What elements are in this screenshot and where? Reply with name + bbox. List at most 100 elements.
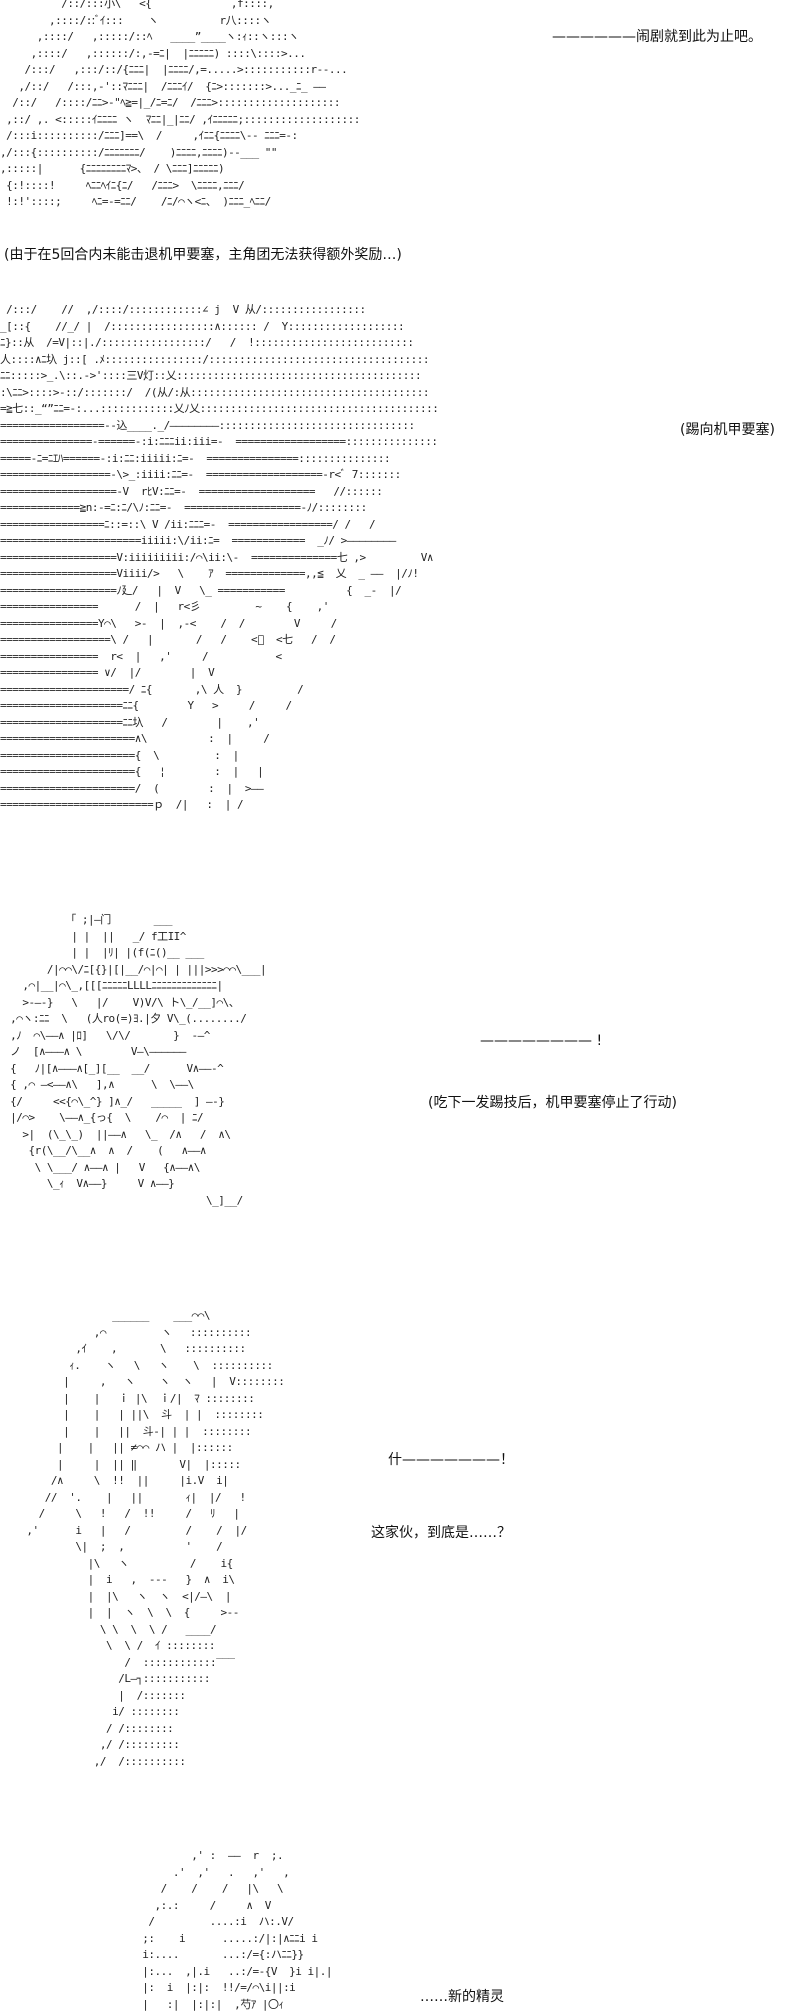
ascii-art-line: | | ｉ |\ ｉ/| ﾏ :::::::: [8,1391,284,1408]
ascii-art-line: ,/::/ /:::,-'::ﾏﾆﾆﾆ| /ﾆﾆﾆｲ/ {ﾆ>:::::::>.… [0,79,360,96]
ascii-art-line: ===================-V rﾋV:ﾆﾆ=- =========… [0,484,438,501]
ascii-art-line: i/ :::::::: [8,1704,284,1721]
caption-who: 这家伙，到底是……？ [371,1524,511,1542]
stopped-mecha-ascii-art: 「 ;|—门 ___ | | || _/ f工II^ | | |ﾘ| |(f(ﾆ… [4,912,266,1209]
ascii-art-line: ,' i | / / / |/ [8,1523,284,1540]
ascii-art-line: \_ｨ V∧——} V ∧——} [4,1176,266,1193]
ascii-art-line: =≧七::_“”ﾆﾆ=-:...::::::::::::乂ﾉ乂:::::::::… [0,401,438,418]
caption-kick: (踢向机甲要塞) [680,421,775,439]
ascii-art-line: _[::{ //_/ | /:::::::::::::::::∧:::::: /… [0,319,438,336]
ascii-art-line: ,::::/ ,:::::/::ﾍ ____”____ヽ:ｨ::ヽ:::ヽ [0,29,360,46]
ascii-art-line: | | ヽ \ \ { >-- [8,1605,284,1622]
ascii-art-line: ================ r< | ,' / < [0,649,438,666]
ascii-art-line: ======================/ ( : | >—— [0,781,438,798]
caption-what: 什———————！ [388,1451,514,1469]
ascii-art-line: | i , --- } ∧ i\ [8,1572,284,1589]
ascii-art-line: | | || ≠⌒⌒ ハ | |:::::: [8,1440,284,1457]
ascii-art-line: /:::/ // ,/::::/::::::::::::∠ j V 从/::::… [0,302,438,319]
ascii-art-line: |/⌒> \——∧_{っ{ \ /⌒ | ﾆ/ [4,1110,266,1127]
ascii-art-line: ﾆﾆ:::::>_.\::.->'::::三V灯::乂:::::::::::::… [0,368,438,385]
ascii-art-line: ======================∧\ : | / [0,731,438,748]
ascii-art-line: ====================ﾆﾆ{ Y > / / [0,698,438,715]
ascii-art-line: |: i |:|: !!/=/⌒\i||:i [130,1980,332,1997]
ascii-art-line: ===============-======-:i:ﾆﾆﾆii:iii=- ==… [0,434,438,451]
ascii-art-line: | | || ‖ V| |::::: [8,1457,284,1474]
caption-farce-end: ——————闹剧就到此为止吧。 [552,28,762,46]
ascii-art-line: /|⌒⌒\/ﾆ[{}|[|__/⌒|⌒| | |||>>>⌒⌒\___| [4,962,266,979]
ascii-art-line: ﾆ}::从 /=V|::|./:::::::::::::::::/ / !:::… [0,335,438,352]
ascii-art-line: ====================ﾆﾆ圦 / | ,' [0,715,438,732]
ascii-art-line: ,::/ ,. <:::::ｲﾆﾆﾆﾆ ヽ ﾏﾆﾆ|_|ﾆﾆ/ ,ｲﾆﾆﾆﾆﾆ;… [0,112,360,129]
ascii-art-line: | | |ﾘ| |(f(ﾆ()__ ___ [4,945,266,962]
ascii-art-line: /L—┐::::::::::: [8,1671,284,1688]
ascii-art-line: ｨ. ヽ \ ヽ \ :::::::::: [8,1358,284,1375]
ascii-art-line: | | || 斗‐| | | :::::::: [8,1424,284,1441]
ascii-art-line: =================ﾆ::=::\ V /ii:ﾆﾆﾆ=- ===… [0,517,438,534]
ascii-art-line: {r(\__/\__∧ ∧ / ( ∧——∧ [4,1143,266,1160]
ascii-art-line: ================Y⌒\ >- | ,-< / / V / [0,616,438,633]
ascii-art-line: !:!'::::; ﾍﾆ=-=ﾆﾆ/ /ﾆ/⌒ヽ<ﾆ、 )ﾆﾆﾆ_ﾍﾆﾆ/ [0,194,360,211]
ascii-art-line: /::/:::小\ <{ ,f::::, [0,0,360,13]
ascii-art-line: \ \ \ \ / ____/ [8,1622,284,1639]
ascii-art-line: \| ; , ' / [8,1539,284,1556]
ascii-art-line: ===================V:iiiiiiiii:/⌒\ii:\- … [0,550,438,567]
ascii-art-line: =============≧n:-=ﾆ:ﾆ/\ﾉ:ﾆﾆ=- ==========… [0,500,438,517]
ascii-art-line: =====-ﾆ=ﾆｴﾊ======-:i:ﾆﾆ:iiiii:ﾆ=- ======… [0,451,438,468]
ascii-art-line: \ \___/ ∧——∧ | V {∧——∧\ [4,1160,266,1177]
ascii-art-line: /:::/ ,:::/::/{ﾆﾆﾆ| |ﾆﾆﾆﾆ/,=.....>::::::… [0,62,360,79]
ascii-art-line: :\ﾆﾆ>::::>-::/:::::::/ /(从/:从:::::::::::… [0,385,438,402]
ascii-art-line: >-—-} \ |/ V)V/\ ト\_/__]⌒\、 [4,995,266,1012]
mecha-fortress-ascii-art: /::/:::小\ <{ ,f::::, ,::::/::ﾞｲ::: ヽ r八:… [0,0,360,211]
ascii-art-line: 「 ;|—门 ___ [4,912,266,929]
ascii-art-line: ,ｲ , \ :::::::::: [8,1341,284,1358]
figure-ascii-art: ______ ___⌒⌒\ ,⌒ ヽ :::::::::: ,ｲ , \ :::… [8,1308,284,1770]
ascii-art-line: ,:::::| {ﾆﾆﾆﾆﾆﾆﾆﾆﾏ>、 / \ﾆﾆﾆ]ﾆﾆﾆﾆﾆ) [0,161,360,178]
ascii-art-line: 人::::∧ﾆ圦 j::[ .ﾒ::::::::::::::::/:::::::… [0,352,438,369]
caption-stopped: (吃下一发踢技后，机甲要塞停止了行动) [428,1094,677,1112]
ascii-art-line: ,' : —— r ;. [130,1848,332,1865]
ascii-art-line: ================ ∨/ |/ | V [0,665,438,682]
ascii-art-line: { ,⌒ —<——∧\ ],∧ \ \——\ [4,1077,266,1094]
ascii-art-line: \ \ / ｲ :::::::: [8,1638,284,1655]
ascii-art-line: / /:::::::: [8,1721,284,1738]
kick-scene-ascii-art: /:::/ // ,/::::/::::::::::::∠ j V 从/::::… [0,302,438,814]
ascii-art-line: / ....:i ハ:.V/ [130,1914,332,1931]
ascii-art-line: / \ ! / !! / ﾘ | [8,1506,284,1523]
ascii-art-line: ,::::/ ,::::::/:,-=ﾆ| |ﾆﾆﾆﾆﾆ) ::::\::::>… [0,46,360,63]
ascii-art-line: | :| |:|:| ,芍ｱ |〇ｨ [130,1997,332,2013]
ascii-art-line: {/ <<{⌒\_^} ]∧_/ _____ ] —-} [4,1094,266,1111]
ascii-art-line: | |\ ヽ ヽ <|/—\ | [8,1589,284,1606]
ascii-art-line: \_]__/ [4,1193,266,1210]
caption-new-spirit: ……新的精灵 [420,1988,504,2006]
ascii-art-line: {:!::::! ﾍﾆﾆﾍｲﾆ{ﾆ/ /ﾆﾆﾆ> \ﾆﾆﾆﾆ,ﾆﾆﾆ/ [0,178,360,195]
ascii-art-line: =====================/ ﾆ{ ,\ 人 } / [0,682,438,699]
ascii-art-line: ,⌒|__|⌒\_,[[[ﾆﾆﾆﾆﾆLLLLﾆﾆﾆﾆﾆﾆﾆﾆﾆﾆﾆﾆﾆ| [4,978,266,995]
ascii-art-line: ===================ﾉ廴/ | V \_ ==========… [0,583,438,600]
ascii-art-line: / ::::::::::::‾‾‾ [8,1655,284,1672]
ascii-art-line: /∧ \ !! || |i.V i| [8,1473,284,1490]
ascii-art-line: ======================{ \ : | [0,748,438,765]
ascii-art-line: /:::i::::::::::/ﾆﾆﾆ]==\ / ,ｲﾆﾆ{ﾆﾆﾆﾆ\-- ﾆ… [0,128,360,145]
ascii-art-line: ===================Viiii/> \ ｱ =========… [0,566,438,583]
ascii-art-line: ================ / | r<彡 ~ { ,' [0,599,438,616]
ascii-art-line: { ﾉ|[∧———∧[_][__ __/ V∧——-^ [4,1061,266,1078]
spirit-ascii-art: ,' : —— r ;. .' ,' . ,' , / / / |\ \ ,:.… [130,1848,332,2013]
ascii-art-line: ;: i .....:/|:|∧ﾆﾆi i [130,1931,332,1948]
ascii-art-line: | , ヽ ヽ ヽ | V:::::::: [8,1374,284,1391]
ascii-art-line: =========================ｐ /| : | / [0,797,438,814]
ascii-art-line: .' ,' . ,' , [130,1865,332,1882]
ascii-art-line: ,/ /::::::::: [8,1737,284,1754]
ascii-art-line: i:.... ...:/={:ハﾆﾆ}} [130,1947,332,1964]
ascii-art-line: | /::::::: [8,1688,284,1705]
ascii-art-line: ,:.: / ∧ V [130,1898,332,1915]
ascii-art-line: | | || _/ f工II^ [4,929,266,946]
ascii-art-line: ,/ /:::::::::: [8,1754,284,1771]
ascii-art-line: ,⌒ヽ:ﾆﾆ \ (人ro(=)ﾖ.|夕 V\_(......../ [4,1011,266,1028]
ascii-art-line: =================--込____._/————————:::::… [0,418,438,435]
ascii-art-line: ノ [∧———∧ \ V—\—————— [4,1044,266,1061]
ascii-art-line: |\ ヽ / i{ [8,1556,284,1573]
ascii-art-line: ,⌒ ヽ :::::::::: [8,1325,284,1342]
caption-no-bonus: (由于在5回合内未能击退机甲要塞，主角团无法获得额外奖励…) [4,246,402,264]
ascii-art-line: |:... ,|.i ..:/=-{V }i i|.| [130,1964,332,1981]
ascii-art-line: =======================iiiii:\/ii:ﾆ= ===… [0,533,438,550]
